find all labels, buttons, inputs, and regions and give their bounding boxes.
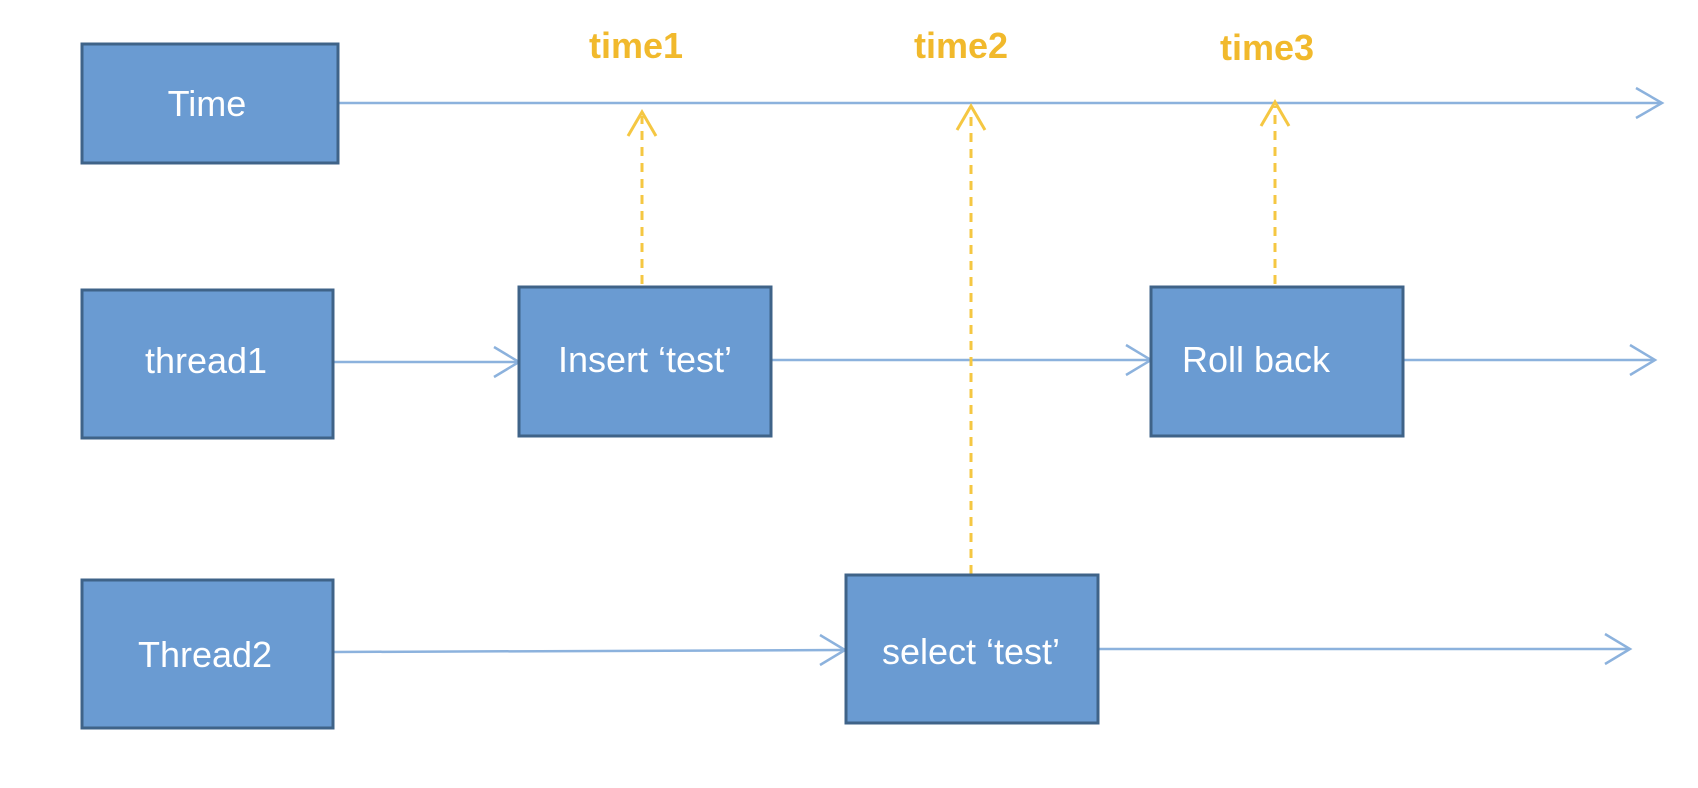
time-axis-arrowhead: [1635, 86, 1665, 120]
thread2-box: Thread2: [80, 578, 335, 730]
select-out-arrowhead: [1604, 632, 1633, 666]
thread2-to-select-line: [333, 648, 844, 654]
time2-marker-arrowhead: [955, 103, 987, 131]
thread1-box: thread1: [80, 288, 335, 440]
thread1-box-label: thread1: [145, 340, 267, 381]
time1-label: time1: [589, 25, 683, 66]
time1-marker-arrowhead: [626, 109, 658, 137]
time-box: Time: [80, 42, 340, 165]
insert-test-box: Insert ‘test’: [517, 285, 773, 438]
thread2-box-label: Thread2: [138, 634, 272, 675]
rollback-box: Roll back: [1149, 285, 1405, 438]
time2-label: time2: [914, 25, 1008, 66]
time3-label: time3: [1220, 27, 1314, 68]
rollback-out-arrowhead: [1629, 343, 1658, 377]
time-box-label: Time: [168, 83, 247, 124]
select-test-box-label: select ‘test’: [882, 631, 1060, 672]
time3-marker-arrowhead: [1259, 99, 1291, 127]
rollback-box-label: Roll back: [1182, 339, 1331, 380]
select-test-box: select ‘test’: [844, 573, 1100, 725]
insert-test-box-label: Insert ‘test’: [558, 339, 732, 380]
